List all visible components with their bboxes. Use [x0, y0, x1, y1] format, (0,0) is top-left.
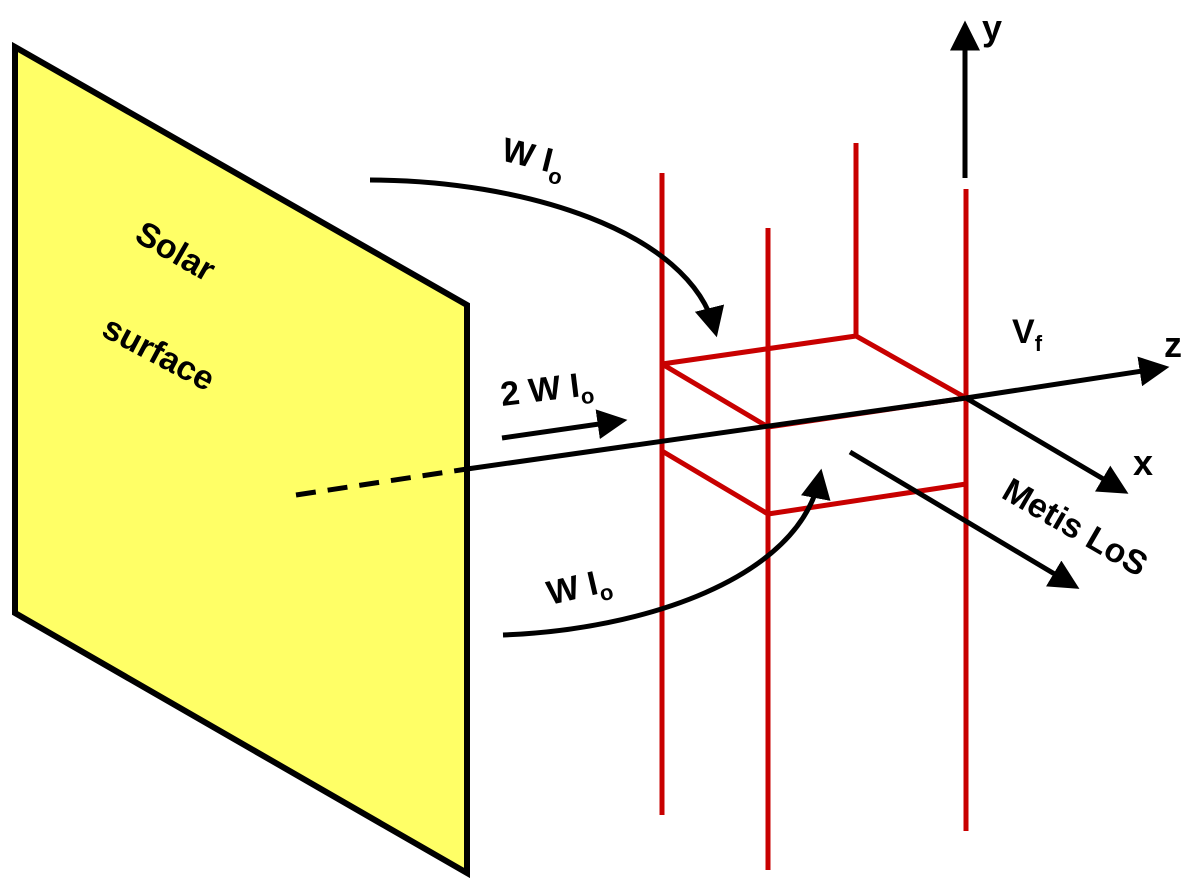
x-axis-label: x — [1133, 442, 1153, 483]
center-flux-arrow — [501, 409, 628, 441]
upper-flux-subscript: o — [546, 163, 565, 191]
x-axis-arrow — [964, 395, 1129, 494]
los-label: Metis LoS — [996, 471, 1154, 584]
grid-top-face — [660, 333, 974, 430]
lower-flux-label: W Io — [543, 561, 615, 617]
metis-line-of-sight: Metis LoS — [848, 449, 1154, 589]
solar-surface: Solar surface — [12, 41, 470, 879]
axes: y z x — [466, 7, 1182, 494]
lower-flux-subscript: o — [597, 579, 616, 606]
upper-flux-arrow — [369, 177, 725, 338]
center-flux-label: 2 W Io — [498, 365, 595, 419]
lower-flux-main: W I — [543, 564, 601, 612]
grid-bottom-face — [660, 448, 967, 517]
y-axis-label: y — [982, 7, 1002, 48]
velocity-main: V — [1012, 313, 1035, 351]
z-axis-arrow — [965, 356, 1170, 401]
flow-velocity-label: Vf — [1012, 313, 1043, 356]
center-flux-subscript: o — [579, 383, 595, 409]
volume-element-grid — [659, 143, 974, 870]
velocity-symbol: Vf — [1012, 313, 1043, 356]
solar-surface-plane — [12, 41, 470, 879]
upper-flux-label: W Io — [496, 131, 569, 190]
z-axis-hidden-dashed — [295, 466, 468, 498]
velocity-subscript: f — [1035, 331, 1043, 356]
los-arrow — [848, 449, 1080, 589]
upper-flux-main: W I — [498, 131, 557, 180]
lower-flux-arrow — [502, 468, 831, 638]
center-flux-main: 2 W I — [498, 367, 581, 414]
z-axis-line — [466, 395, 967, 472]
z-axis-label: z — [1164, 324, 1182, 365]
center-flux: 2 W Io — [498, 365, 628, 441]
